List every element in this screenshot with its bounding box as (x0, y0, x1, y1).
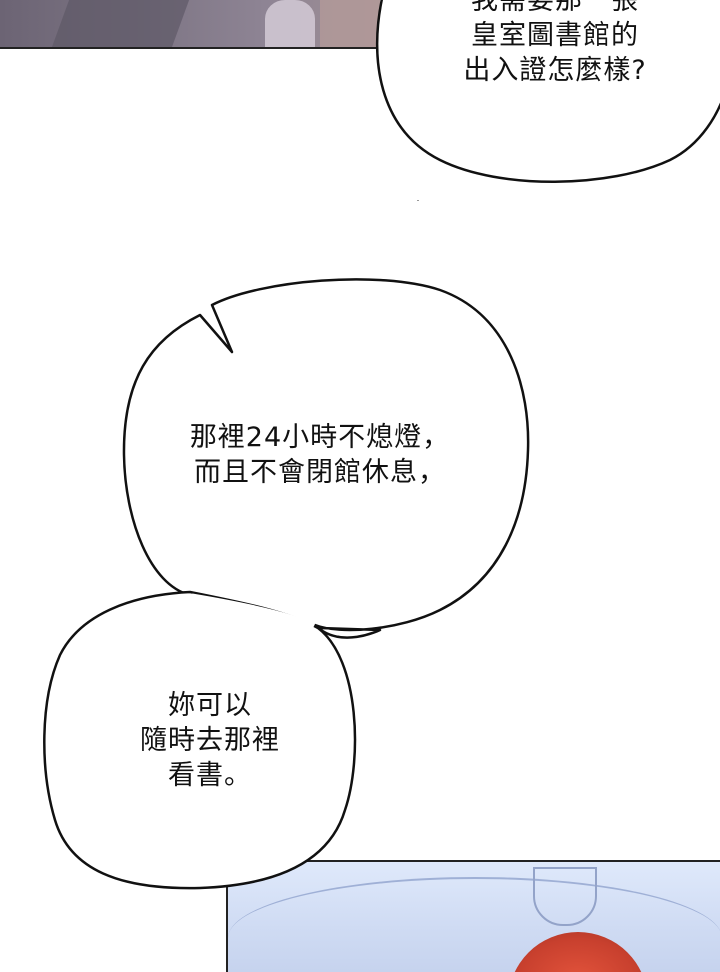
panel-arch (228, 877, 720, 972)
speech-text-lower: 妳可以 隨時去那裡 看書。 (110, 688, 310, 793)
top-comic-panel (0, 0, 380, 49)
panel-hand-shape (265, 0, 315, 47)
speech-bubble-middle (122, 278, 530, 639)
speech-bubble-lower (43, 590, 357, 890)
speech-line: 而且不會閉館休息， (194, 457, 446, 488)
bottom-comic-panel (226, 860, 720, 972)
speech-text-top: 我需要那一張 皇室圖書館的 出入證怎麼樣? (440, 0, 670, 88)
speech-line: 看書。 (168, 760, 252, 791)
speech-line: 隨時去那裡 (140, 725, 280, 756)
speech-line: 出入證怎麼樣? (463, 55, 647, 86)
speech-line: 妳可以 (168, 690, 252, 721)
speech-bubble-top (375, 0, 720, 183)
chandelier-icon (533, 867, 597, 926)
panel-cloth-shape (320, 0, 380, 47)
speech-line: 皇室圖書館的 (471, 20, 639, 51)
speech-text-middle: 那裡24小時不熄燈， 而且不會閉館休息， (170, 420, 470, 490)
speech-line: 那裡24小時不熄燈， (189, 422, 451, 453)
stray-mark (417, 200, 419, 201)
speech-line: 我需要那一張 (471, 0, 639, 16)
